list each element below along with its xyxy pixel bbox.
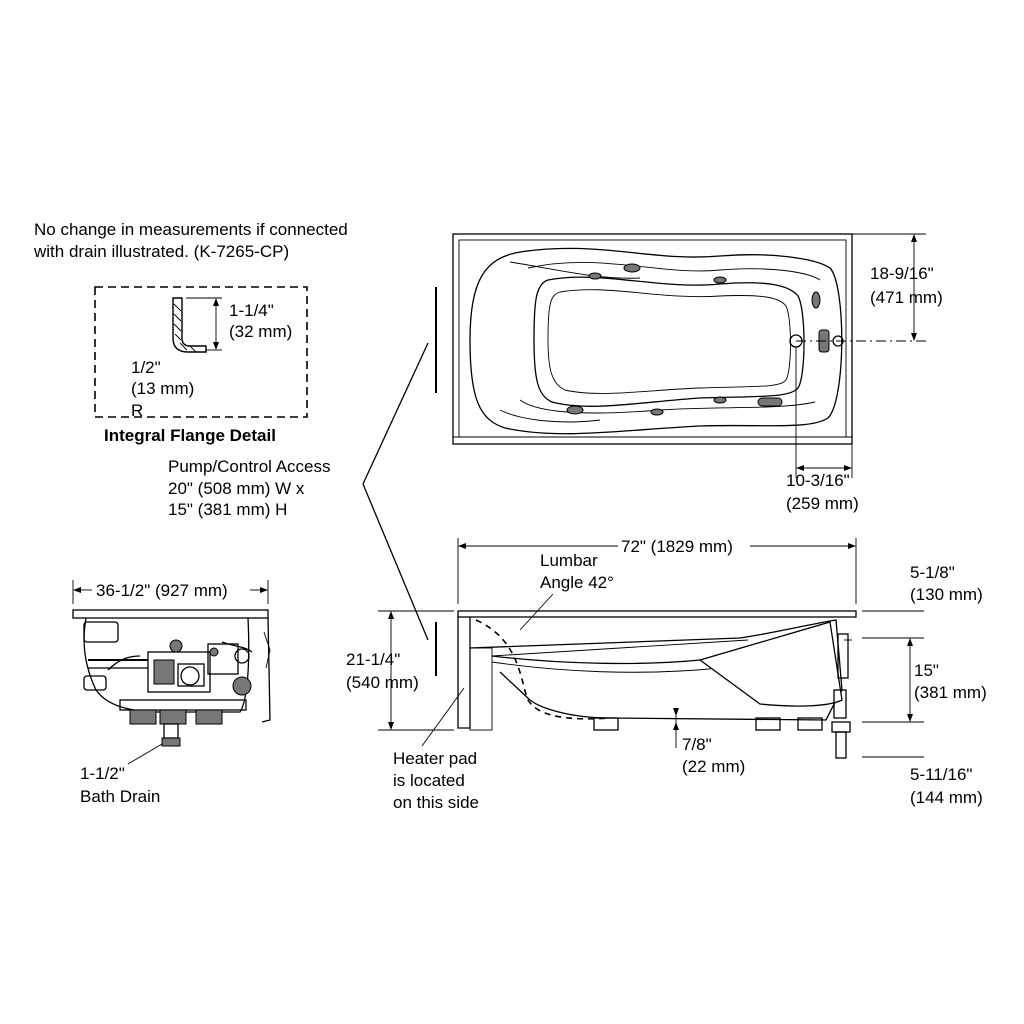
- water-depth-in: 15": [914, 661, 939, 680]
- pump-access-line2: 20" (508 mm) W x: [168, 479, 305, 498]
- bath-drain-size: 1-1/2": [80, 764, 125, 783]
- foot-height-in: 7/8": [682, 735, 712, 754]
- tub-width: 36-1/2" (927 mm): [96, 581, 228, 600]
- flange-detail-frame: [94, 286, 308, 418]
- tub-side-view: [457, 610, 857, 759]
- drain-from-end-mm: (259 mm): [786, 494, 859, 513]
- flange-width-mm: (13 mm): [131, 379, 194, 398]
- flange-radius-mark: R: [131, 401, 143, 420]
- tub-length: 72" (1829 mm): [621, 537, 733, 556]
- flange-detail-title: Integral Flange Detail: [104, 426, 276, 445]
- water-depth-mm: (381 mm): [914, 683, 987, 702]
- lumbar-label-line2: Angle 42°: [540, 573, 614, 592]
- tub-height-mm: (540 mm): [346, 673, 419, 692]
- bath-drain-label: Bath Drain: [80, 787, 160, 806]
- rim-height-in: 5-1/8": [910, 563, 955, 582]
- flange-height-mm: (32 mm): [229, 322, 292, 341]
- measurement-note-line1: No change in measurements if connected: [34, 220, 348, 239]
- heater-label-line2: is located: [393, 771, 465, 790]
- foot-height-mm: (22 mm): [682, 757, 745, 776]
- measurement-note-line2: with drain illustrated. (K-7265-CP): [33, 242, 289, 261]
- drain-offset-in: 18-9/16": [870, 264, 934, 283]
- heater-label-line3: on this side: [393, 793, 479, 812]
- tub-height-in: 21-1/4": [346, 650, 400, 669]
- flange-profile: [172, 297, 207, 353]
- rim-height-mm: (130 mm): [910, 585, 983, 604]
- drain-drop-in: 5-11/16": [910, 765, 972, 784]
- tub-end-view: [72, 609, 271, 747]
- heater-label-line1: Heater pad: [393, 749, 477, 768]
- drain-offset-mm: (471 mm): [870, 288, 943, 307]
- integral-flange-detail: 1-1/4" (32 mm) 1/2" (13 mm) R: [94, 286, 308, 420]
- flange-height-in: 1-1/4": [229, 301, 274, 320]
- flange-width-in: 1/2": [131, 358, 161, 377]
- pump-access-line1: Pump/Control Access: [168, 457, 331, 476]
- lumbar-label-line1: Lumbar: [540, 551, 598, 570]
- pump-access-line3: 15" (381 mm) H: [168, 500, 287, 519]
- drain-from-end-in: 10-3/16": [786, 471, 850, 490]
- drain-drop-mm: (144 mm): [910, 788, 983, 807]
- tub-plan-view: [452, 233, 853, 445]
